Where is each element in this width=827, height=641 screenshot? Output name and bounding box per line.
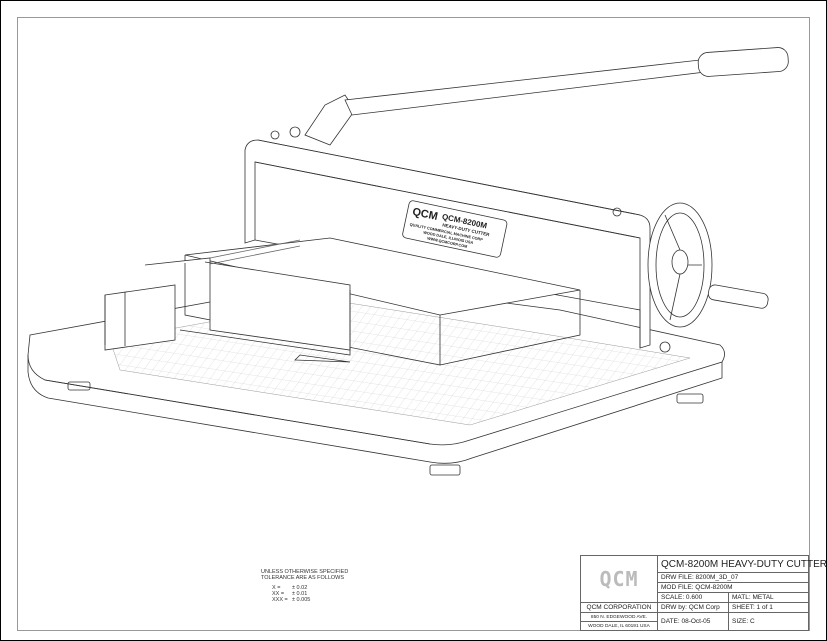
blade-lever [270,47,789,217]
mod-file: MOD FILE: QCM-8200M [658,583,808,593]
company-city: WOOD DALE, IL 60191 USA [581,622,658,630]
material: MATL: METAL [729,593,808,603]
tolerance-line-2: TOLERANCE ARE AS FOLLOWS [261,575,345,582]
drawing-title: QCM-8200M HEAVY-DUTY CUTTER [658,556,827,573]
back-gauge [104,239,351,363]
sheet-inner-border [17,17,810,631]
tolerance-row: X =± 0.02 [272,584,308,591]
drw-file: DRW FILE: 8200M_3D_07 [658,573,808,583]
company-street: 850 N. EDGEWOOD AVE. [581,613,658,622]
handwheel [647,202,769,353]
scale: SCALE: 0.600 [658,593,729,603]
drawn-by: DRW by: QCM Corp [658,603,729,613]
sheet-size: SIZE: C [732,618,755,625]
tolerance-row: XXX =± 0.005 [272,597,311,604]
company-name: QCM CORPORATION [581,603,658,613]
date: DATE: 08-Oct-05 [658,613,729,630]
machine-label-logo: QCM [411,206,439,223]
tolerance-line-1: UNLESS OTHERWISE SPECIFIED [261,569,349,575]
cutter-frame [244,139,651,349]
tolerance-row: XX =± 0.01 [272,590,308,597]
machine-label [402,200,508,258]
company-logo: QCM [581,556,658,603]
tolerance-note: UNLESS OTHERWISE SPECIFIED TOLERANCE ARE… [261,569,348,603]
title-block: QCM QCM CORPORATION 850 N. EDGEWOOD AVE.… [580,555,827,631]
sheet-number: SHEET: 1 of 1 [729,603,808,613]
